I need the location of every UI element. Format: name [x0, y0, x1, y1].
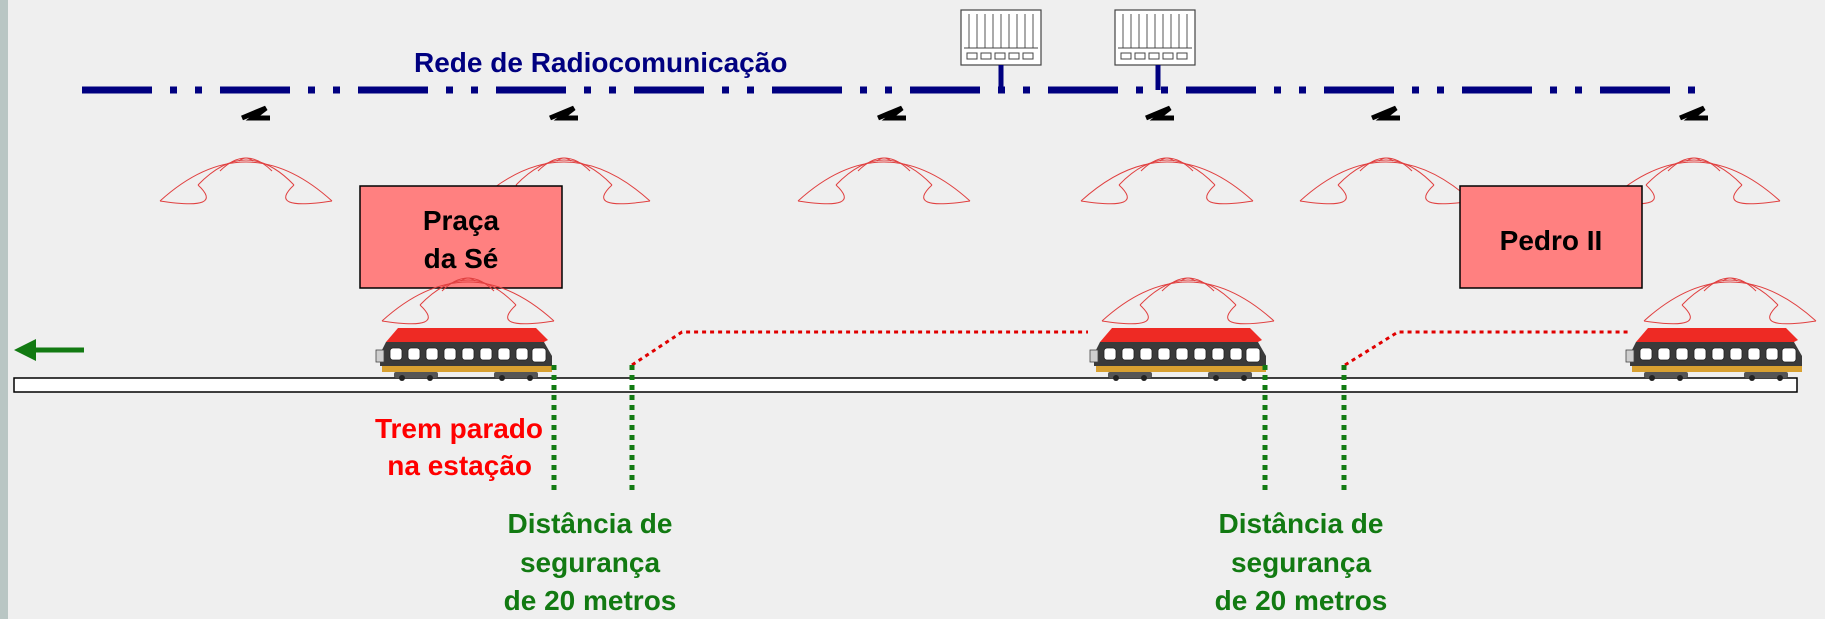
safety-distance-marker [551, 365, 635, 492]
antenna-icon [1372, 108, 1400, 118]
safety-distance-line2: segurança [520, 547, 660, 578]
separation-line [1344, 330, 1630, 367]
safety-distance-line3: de 20 metros [504, 585, 677, 616]
stopped-train-label: Trem parado [375, 413, 543, 444]
antenna-icon [878, 108, 906, 118]
safety-distance-line3: de 20 metros [1215, 585, 1388, 616]
safety-distance-marker [1262, 365, 1347, 492]
radio-waves [1080, 157, 1254, 205]
station-name: Pedro II [1500, 225, 1603, 256]
safety-distance-line1: Distância de [1219, 508, 1384, 539]
safety-distance-line2: segurança [1231, 547, 1371, 578]
station-name: Praça [423, 205, 500, 236]
safety-distance-label: Distância de segurança de 20 metros [1215, 508, 1388, 616]
station-name: da Sé [424, 243, 499, 274]
radio-waves [1299, 157, 1473, 205]
antenna-icon [1146, 108, 1174, 118]
server-rack-icon [1114, 9, 1196, 90]
train-icon [1089, 327, 1267, 382]
network-title: Rede de Radiocomunicação [414, 47, 787, 78]
radio-waves [797, 157, 971, 205]
radio-waves [159, 157, 333, 205]
safety-distance-label: Distância de segurança de 20 metros [504, 508, 677, 616]
train-icon [1625, 327, 1803, 382]
radio-waves [1643, 277, 1817, 325]
track [13, 377, 1798, 393]
arrow-left-icon [14, 339, 84, 361]
left-edge-strip [0, 0, 8, 619]
separation-line [631, 330, 1088, 367]
antenna-icon [550, 108, 578, 118]
antenna-icon [242, 108, 270, 118]
radio-waves [1101, 277, 1275, 325]
station-box-pedro-ii: Pedro II [1459, 185, 1643, 289]
station-box-praca-da-se: Praça da Sé [359, 185, 563, 289]
server-rack-icon [960, 9, 1042, 90]
safety-distance-line1: Distância de [508, 508, 673, 539]
antenna-icon [1680, 108, 1708, 118]
stopped-train-label: na estação [387, 450, 532, 481]
train-icon [375, 327, 553, 382]
